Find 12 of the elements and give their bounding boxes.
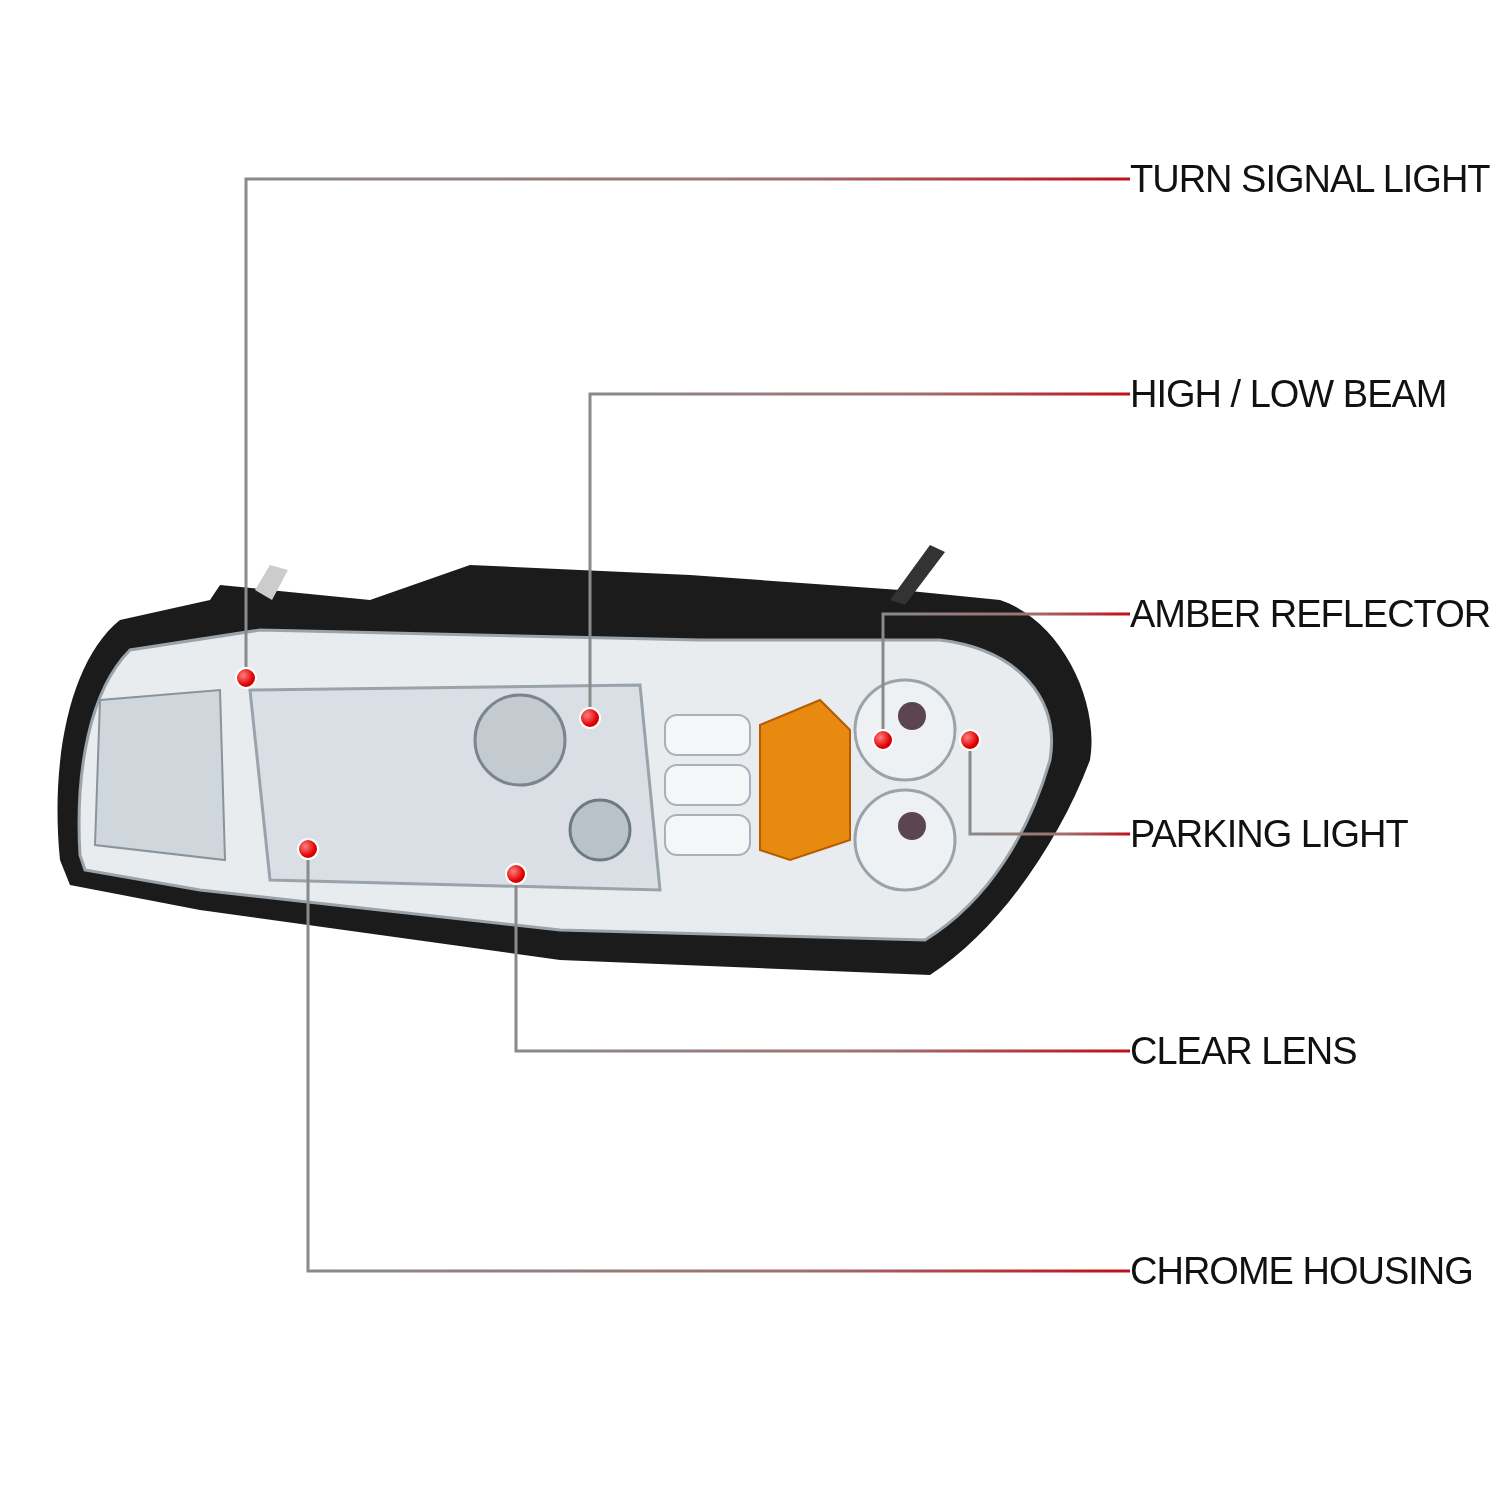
callout-label: HIGH / LOW BEAM xyxy=(1130,375,1447,413)
callout-label: AMBER REFLECTOR xyxy=(1130,595,1491,633)
callout-label: CHROME HOUSING xyxy=(1130,1252,1473,1290)
callout-label: TURN SIGNAL LIGHT xyxy=(1130,160,1490,198)
callout-label: CLEAR LENS xyxy=(1130,1032,1357,1070)
leader-line xyxy=(514,885,1130,1053)
leader-line xyxy=(306,860,1130,1273)
leader-line xyxy=(881,612,1130,729)
leader-line xyxy=(588,392,1130,707)
leader-line xyxy=(244,177,1130,667)
callout-label: PARKING LIGHT xyxy=(1130,815,1408,853)
leader-line xyxy=(968,751,1130,836)
